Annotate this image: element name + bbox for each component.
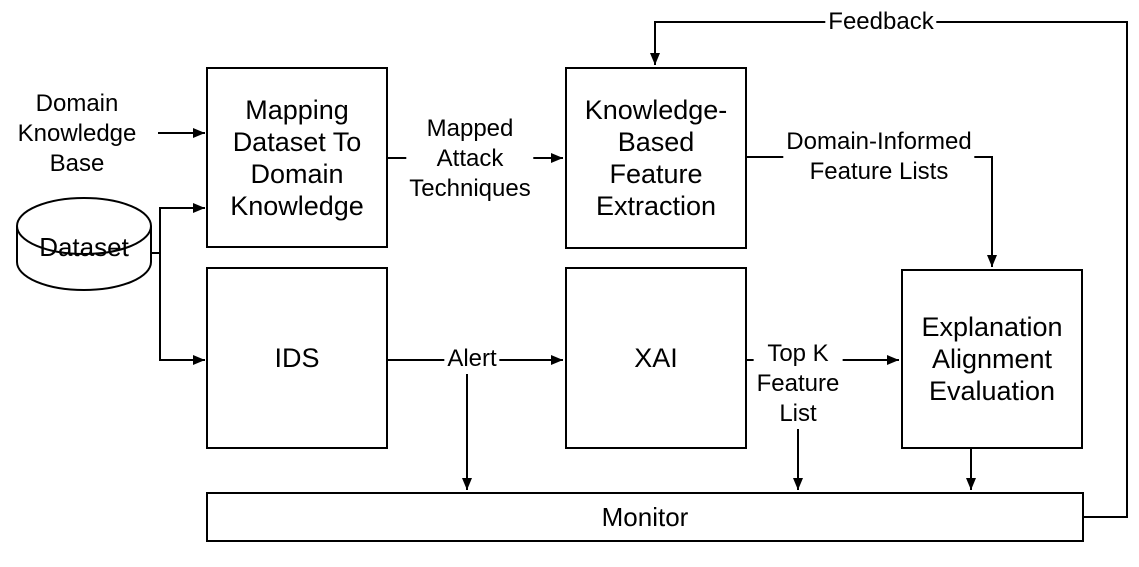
edge-label-domain-knowledge-base: Domain Knowledge Base	[17, 90, 137, 177]
edge-label-mapped-attack-techniques: Mapped Attack Techniques	[406, 114, 534, 204]
edge-label-top-k-feature-list: Top K Feature List	[753, 339, 843, 429]
node-ids-label: IDS	[274, 343, 320, 373]
node-xai-shape	[565, 267, 747, 449]
node-mapping-shape	[206, 67, 388, 248]
node-kbfe-shape	[565, 67, 747, 249]
node-ids-shape	[206, 267, 388, 449]
node-dataset-label: Dataset	[39, 232, 129, 262]
edge-feedback-monitor-to-kbfe	[650, 21, 1128, 518]
node-monitor-shape	[206, 492, 1084, 542]
node-xai-label: XAI	[634, 343, 678, 373]
database-cylinder-top-icon	[16, 197, 152, 255]
edge-dataset-to-ids	[159, 253, 205, 365]
edge-label-domain-informed-feature-lists: Domain-Informed Feature Lists	[783, 127, 975, 187]
node-monitor-label: Monitor	[601, 502, 689, 532]
edge-label-feedback: Feedback	[825, 7, 937, 37]
node-kbfe-label: Knowledge- Based Feature Extraction	[584, 95, 728, 221]
edge-label-alert: Alert	[444, 344, 500, 374]
node-eae-label: Explanation Alignment Evaluation	[921, 312, 1063, 406]
node-eae-shape	[901, 269, 1083, 449]
edge-dataset-to-mapping	[152, 203, 205, 254]
node-mapping-label: Mapping Dataset To Domain Knowledge	[230, 94, 364, 221]
